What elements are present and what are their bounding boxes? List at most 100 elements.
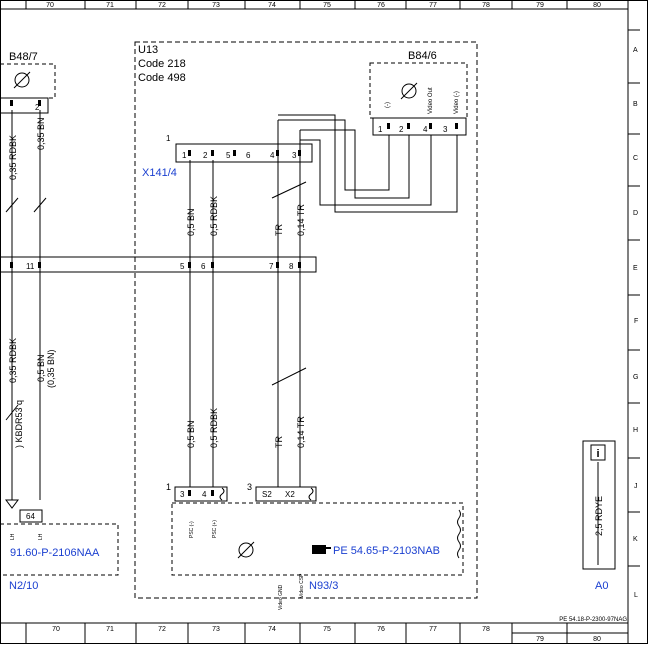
a0-box (582, 440, 616, 570)
b84-pin: 3 (443, 125, 448, 134)
col-label: 72 (158, 626, 166, 633)
a0-wire-label: 2,5 RDYE (594, 496, 604, 536)
top-column-ticks (25, 0, 568, 9)
n93-connector-right (255, 486, 317, 502)
n93-video-csp: Video CSP (299, 573, 305, 598)
row-label: D (633, 210, 638, 217)
n93-pin: 4 (202, 490, 207, 499)
wire-label: 0,14 TR (296, 416, 306, 448)
col-label: 73 (212, 626, 220, 633)
ground-triangle-icon (5, 499, 19, 509)
n93-pin: 3 (180, 490, 185, 499)
bottom-column-ticks (25, 623, 628, 644)
n93-pin: X2 (285, 490, 295, 499)
inline-pin: 8 (289, 262, 294, 271)
col-label: 78 (482, 626, 490, 633)
doc-reference: PE 54.18-P-2300-97NAG (559, 617, 627, 623)
wire-break-marks (5, 181, 307, 421)
info-icon: i (596, 448, 599, 460)
a0-label: A0 (595, 580, 608, 592)
n2-connector (19, 509, 43, 523)
row-label: E (633, 265, 638, 272)
n93-marker-1: 1 (166, 482, 171, 492)
col-label: 72 (158, 2, 166, 9)
col-label: 74 (268, 626, 276, 633)
n2-pin-64: 64 (26, 512, 35, 521)
n2-ref-link[interactable]: 91.60-P-2106NAA (10, 547, 100, 559)
wire-label: 0,5 RDBK (209, 196, 219, 236)
col-label: 70 (52, 626, 60, 633)
row-label: H (633, 427, 638, 434)
u13-box (134, 41, 478, 599)
top-column-labels: 70 71 72 73 74 75 76 77 78 79 80 (46, 2, 601, 9)
b84-pin: 2 (399, 125, 404, 134)
reference-hand-icon (312, 545, 331, 554)
n93-psc-plus: PSC (+) (212, 520, 218, 538)
x141-4-connector (175, 143, 313, 163)
row-label: G (633, 374, 638, 381)
n2-10-label: N2/10 (9, 580, 38, 592)
x141-pin: 1 (182, 151, 187, 160)
col-label: 77 (429, 2, 437, 9)
n93-pin: S2 (262, 490, 272, 499)
right-row-ticks (628, 29, 640, 567)
b48-pin-2: 2 (35, 103, 40, 112)
col-label: 78 (482, 2, 490, 9)
row-label: J (634, 483, 638, 490)
col-label: 76 (377, 626, 385, 633)
b84-label-video-out: Video Out (428, 87, 434, 114)
u13-code-218: Code 218 (138, 58, 186, 70)
wire-label: 0,35 RDBK (8, 135, 18, 180)
b48-7-label: B48/7 (9, 51, 38, 63)
pin-marks (10, 100, 458, 496)
wire-label: ) KBDR53 q (14, 400, 24, 448)
main-wires (11, 110, 458, 500)
b48-7-connector (0, 97, 49, 114)
col-label: 79 (536, 2, 544, 9)
u13-title: U13 (138, 44, 158, 56)
row-label: F (634, 318, 638, 325)
x141-pin: 6 (246, 151, 251, 160)
x141-pin: 3 (292, 151, 297, 160)
col-label: 70 (46, 2, 54, 9)
n93-ref-link[interactable]: PE 54.65-P-2103NAB (333, 545, 440, 557)
wire-label: (0,35 BN) (46, 349, 56, 388)
n93-wave-edge (457, 509, 461, 559)
n2-lh-2: LH (38, 533, 44, 540)
inline-pin: 7 (269, 262, 274, 271)
wire-label: 0,5 BN (36, 354, 46, 382)
col-label: 76 (377, 2, 385, 9)
inline-pin: 11 (26, 262, 35, 271)
x141-pin: 4 (270, 151, 275, 160)
x141-pin: 5 (226, 151, 231, 160)
row-labels: A B C D E F G H J K L (633, 47, 638, 599)
b84-label-minus: (-) (385, 102, 391, 108)
sensor-symbol-b48 (13, 71, 31, 89)
n93-3-label: N93/3 (309, 580, 338, 592)
n93-3-box (171, 502, 464, 576)
n2-lh-1: LH (10, 533, 16, 540)
wire-label: 0,5 BN (186, 208, 196, 236)
n93-psc-minus: PSC (-) (189, 521, 195, 538)
x141-4-label: X141/4 (142, 167, 177, 179)
row-label: B (633, 101, 638, 108)
x141-marker: 1 (166, 134, 171, 143)
col-label: 71 (106, 2, 114, 9)
wire-label: 0,5 BN (186, 420, 196, 448)
inline-pin: 6 (201, 262, 206, 271)
b84-6-box (369, 62, 468, 119)
col-label: 80 (593, 2, 601, 9)
row-label: L (634, 592, 638, 599)
wire-label: TR (274, 224, 284, 236)
col-label: 75 (323, 2, 331, 9)
u13-code-498: Code 498 (138, 72, 186, 84)
row-label: K (633, 536, 638, 543)
col-label: 77 (429, 626, 437, 633)
wire-labels: 0,35 RDBK 0,35 BN 0,5 BN 0,5 RDBK TR 0,1… (8, 117, 306, 448)
x141-pin: 2 (203, 151, 208, 160)
col-label: 75 (323, 626, 331, 633)
col-label: 74 (268, 2, 276, 9)
wire-label: 0,5 RDBK (209, 408, 219, 448)
